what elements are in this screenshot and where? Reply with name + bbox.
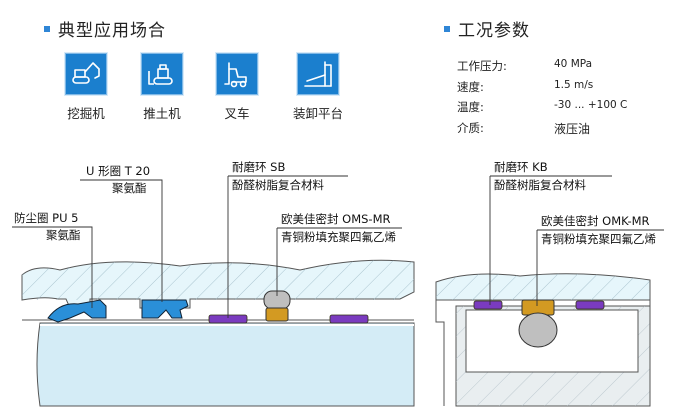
condition-key: 工作压力: [457, 59, 507, 73]
application-label: 推土机 [143, 106, 181, 121]
application-bulldozer[interactable]: 推土机 [133, 53, 191, 122]
application-label: 叉车 [224, 106, 250, 121]
bullet-icon [444, 26, 450, 32]
rod-housing-hatch [22, 260, 414, 300]
application-loading-platform[interactable]: 装卸平台 [289, 53, 347, 122]
callout-wiper-name: 防尘圈 PU 5 [14, 211, 79, 225]
callout-omk-name: 欧美佳密封 OMK-MR [541, 214, 650, 228]
bullet-icon [44, 26, 50, 32]
piston-rod [36, 322, 415, 407]
callout-wiper-material: 聚氨酯 [46, 228, 81, 242]
condition-value: 液压油 [554, 122, 591, 136]
wear-ring-sb [329, 314, 369, 324]
wear-ring-kb [575, 300, 605, 310]
wiper-seal [47, 299, 107, 323]
condition-value: 1.5 m/s [554, 79, 594, 91]
oring-energizer [518, 312, 558, 348]
bulldozer-icon [141, 53, 183, 95]
callout-wear-ring-kb-material: 酚醛树脂复合材料 [494, 178, 586, 192]
applications-title-text: 典型应用场合 [58, 21, 166, 41]
condition-value: -30 ... +100 C [554, 99, 628, 111]
conditions-title-text: 工况参数 [458, 21, 530, 41]
application-label: 挖掘机 [67, 106, 105, 121]
piston-assembly [435, 273, 651, 407]
conditions-title: 工况参数 [444, 16, 530, 41]
applications-title: 典型应用场合 [44, 16, 166, 41]
forklift-icon [216, 53, 258, 95]
piston-step [435, 300, 445, 406]
bronze-seal-ring [265, 307, 289, 322]
condition-key: 速度: [457, 80, 484, 94]
application-excavator[interactable]: 挖掘机 [57, 53, 115, 122]
callout-u-seal: U 形圈 T 20 [86, 164, 150, 179]
condition-key: 温度: [457, 100, 484, 114]
condition-value: 40 MPa [554, 58, 593, 70]
callout-wear-ring-sb-material: 酚醛树脂复合材料 [232, 178, 324, 192]
callout-oms-material: 青铜粉填充聚四氟乙烯 [281, 230, 396, 244]
excavator-icon [65, 53, 107, 95]
leader-u-seal [80, 179, 163, 302]
application-forklift[interactable]: 叉车 [208, 53, 266, 122]
loading-platform-icon [297, 53, 339, 95]
callout-omk-material: 青铜粉填充聚四氟乙烯 [541, 232, 656, 246]
rod-assembly [21, 259, 415, 407]
leader-lines [12, 175, 664, 318]
callout-u-seal-material: 聚氨酯 [112, 181, 147, 195]
cylinder-wall-hatch [436, 273, 650, 300]
callout-wear-ring-kb-name: 耐磨环 KB [494, 160, 548, 174]
callout-wear-ring-sb-name: 耐磨环 SB [232, 160, 286, 174]
application-label: 装卸平台 [292, 106, 343, 121]
condition-key: 介质: [457, 121, 484, 135]
leader-wiper [12, 226, 93, 308]
callout-u-seal-name: U 形圈 T 20 [86, 164, 151, 178]
wear-ring-kb [473, 300, 503, 310]
u-seal [141, 299, 189, 319]
callout-oms-name: 欧美佳密封 OMS-MR [281, 212, 391, 226]
